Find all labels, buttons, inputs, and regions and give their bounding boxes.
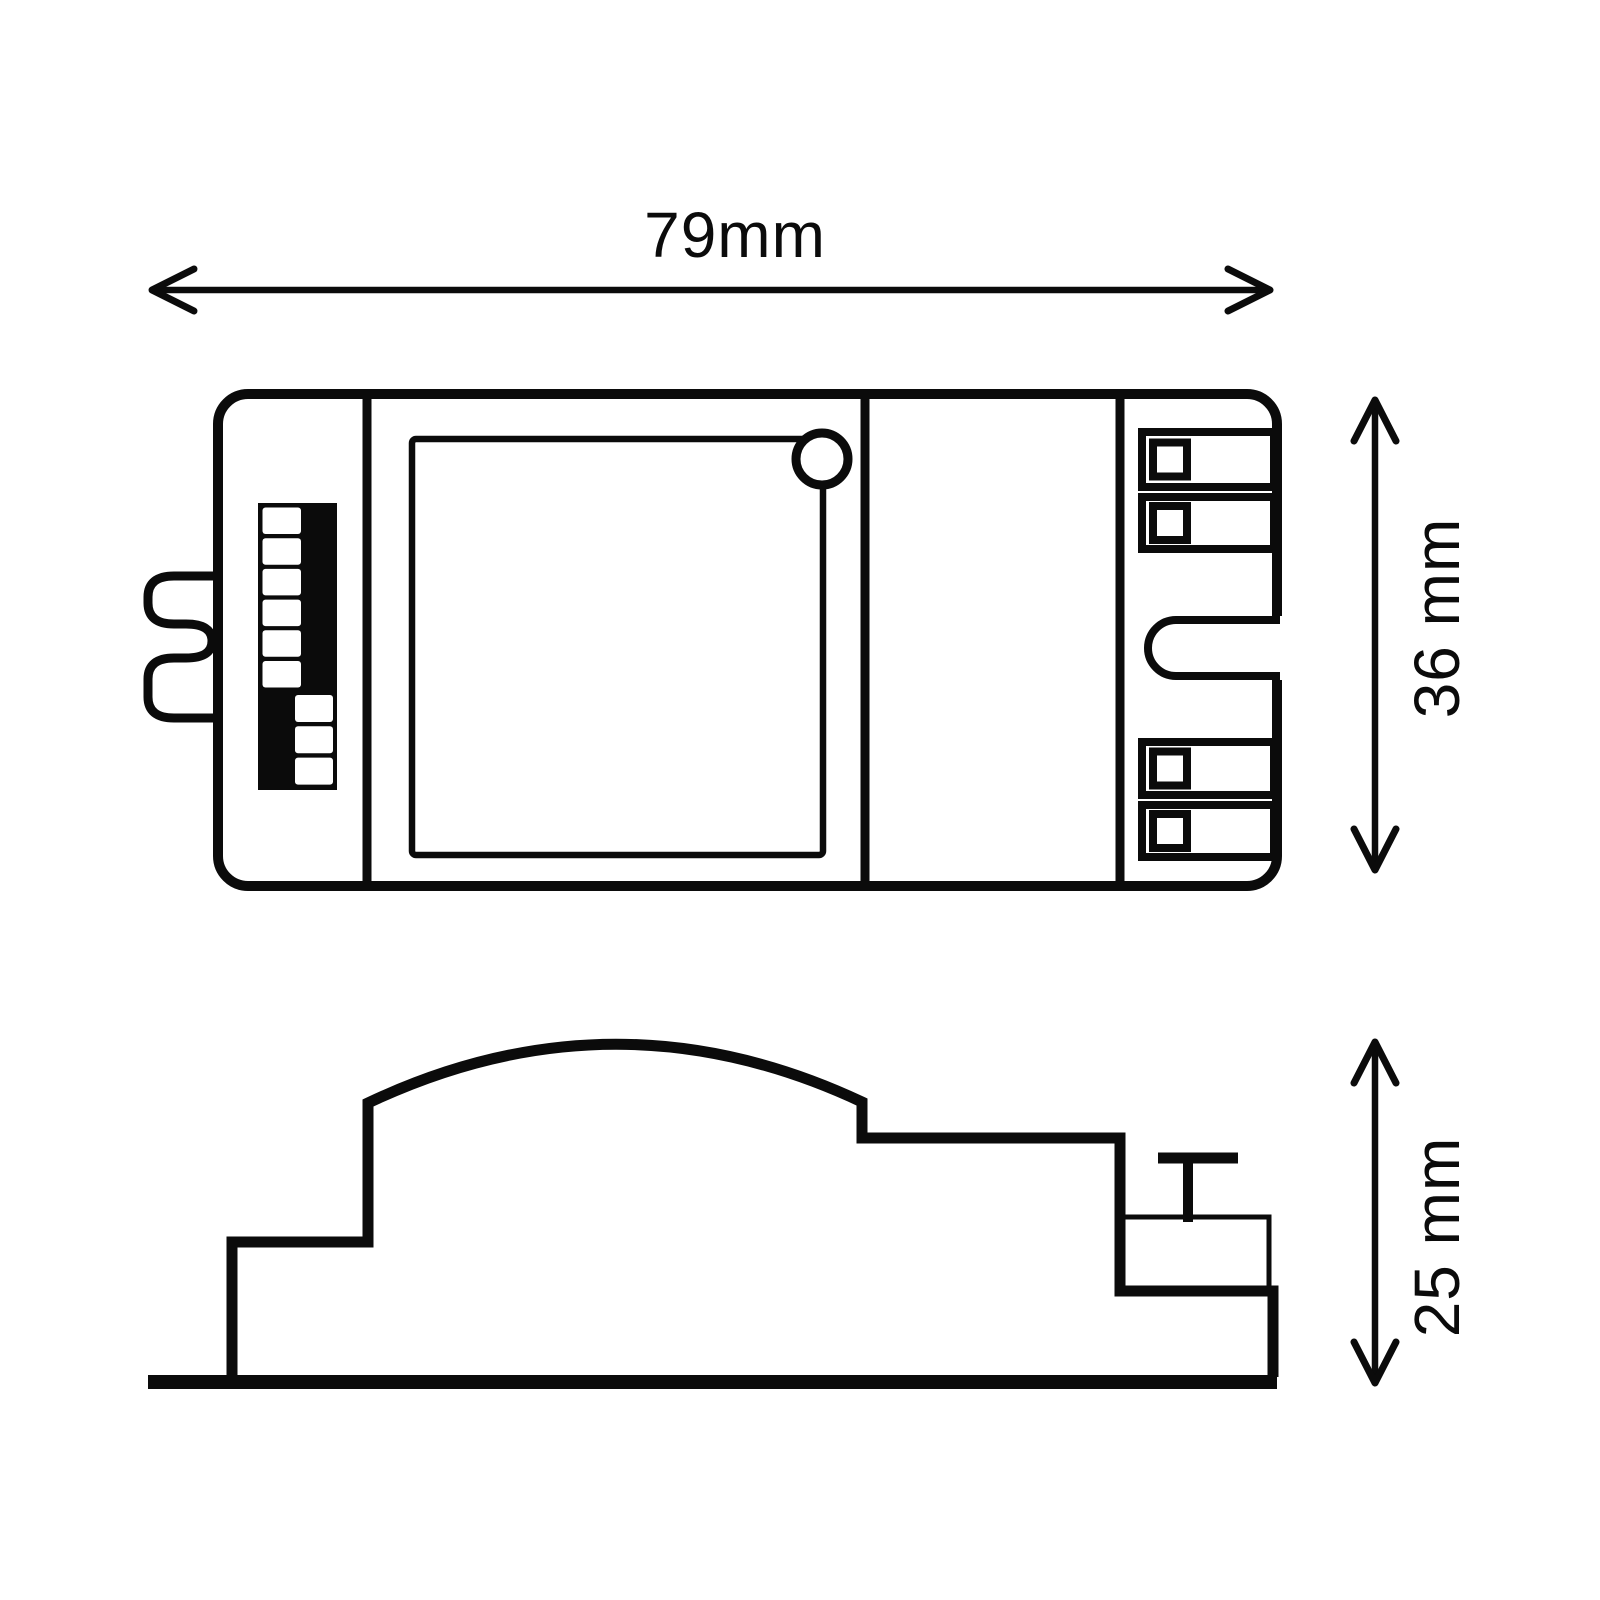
terminal-cell — [295, 757, 333, 785]
terminal-cell — [262, 661, 301, 688]
terminal-cell — [295, 726, 333, 754]
pcb-outline — [408, 435, 827, 859]
arrowhead-right-icon — [1224, 265, 1274, 315]
connector-slot-contact — [1149, 747, 1191, 790]
height-dimension-label: 36 mm — [1401, 518, 1473, 719]
connector-slot — [1138, 493, 1278, 553]
terminal-block — [258, 503, 337, 790]
mounting-clip — [143, 571, 218, 723]
connector-slot — [1138, 801, 1278, 861]
arrowhead-down-icon — [1350, 1338, 1400, 1387]
connector-slot-contact — [1149, 438, 1191, 481]
terminal-cell — [262, 507, 301, 534]
arrowhead-up-icon — [1350, 1038, 1400, 1087]
arrowhead-left-icon — [148, 265, 198, 315]
top-view — [143, 389, 1294, 891]
fixing-pin — [1158, 1152, 1238, 1222]
arrowhead-up-icon — [1350, 396, 1400, 445]
width-dimension: 79mm — [148, 199, 1274, 315]
cable-notch-outline — [1144, 616, 1280, 680]
terminal-cell — [262, 538, 301, 565]
terminal-cell — [262, 568, 301, 596]
side-profile — [226, 1038, 1279, 1377]
connector-slot-contact — [1149, 810, 1191, 852]
depth-dimension: 25 mm — [1350, 1038, 1473, 1387]
width-dimension-label: 79mm — [644, 199, 826, 271]
terminal-cell — [262, 630, 301, 657]
connector-slots — [1138, 428, 1278, 861]
sensor-led-circle — [791, 428, 853, 490]
connector-slot — [1138, 738, 1278, 799]
height-dimension: 36 mm — [1350, 396, 1473, 874]
connector-slot — [1138, 428, 1278, 491]
terminal-cell — [262, 599, 301, 627]
side-view — [148, 1038, 1279, 1389]
arrowhead-down-icon — [1350, 825, 1400, 874]
mounting-tab — [1125, 1214, 1272, 1288]
cable-notch — [1144, 616, 1294, 680]
depth-dimension-label: 25 mm — [1401, 1137, 1473, 1338]
connector-slot-contact — [1149, 502, 1191, 544]
terminal-cell — [295, 695, 333, 722]
